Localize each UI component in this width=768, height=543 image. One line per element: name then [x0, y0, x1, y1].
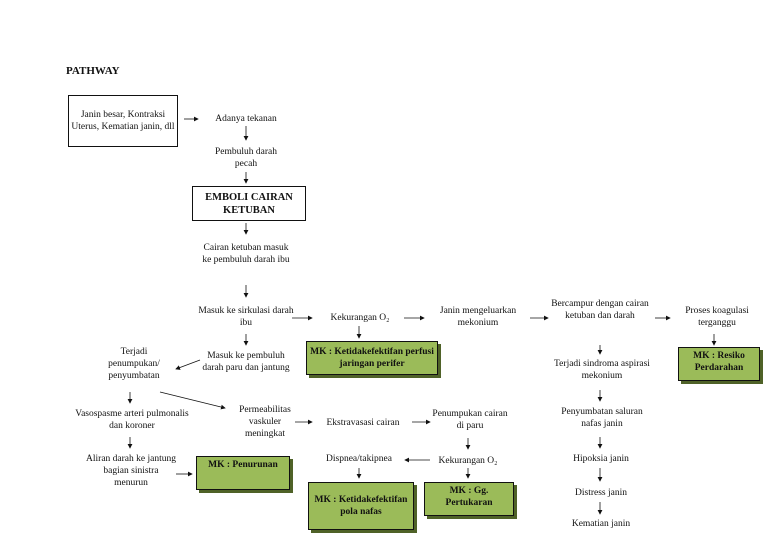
node-kekurangan-o2-2: Kekurangan O₂ [438, 456, 498, 466]
node-ekstravasasi: Ekstravasasi cairan [326, 418, 400, 428]
emboli-box: EMBOLI CAIRAN KETUBAN [192, 186, 306, 221]
node-paru-jantung: Masuk ke pembuluh darah paru dan jantung [202, 351, 290, 373]
diagnosis-resiko-text: MK : Resiko Perdarahan [693, 351, 745, 373]
cause-box: Janin besar, Kontraksi Uterus, Kematian … [68, 95, 178, 147]
node-saluran-nafas: Penyumbatan saluran nafas janin [561, 407, 643, 429]
node-penyumbatan: Terjadi penumpukan/ penyumbatan [108, 347, 160, 381]
node-hipoksia: Hipoksia janin [573, 454, 629, 464]
page-title: PATHWAY [66, 65, 120, 77]
node-pembuluh-pecah: Pembuluh darah pecah [214, 147, 277, 169]
node-distress: Distress janin [575, 488, 627, 498]
diagnosis-pola-nafas: MK : Ketidakefektifan pola nafas [308, 482, 414, 530]
node-cairan-masuk: Cairan ketuban masuk ke pembuluh darah i… [202, 243, 290, 265]
diagnosis-perfusi-text: MK : Ketidakefektifan perfusi jaringan p… [310, 347, 434, 369]
diagnosis-penurunan-text: MK : Penurunan [208, 460, 278, 470]
node-vasospasme: Vasospasme arteri pulmonalis dan koroner [75, 409, 189, 431]
diagnosis-penurunan: MK : Penurunan [196, 456, 290, 490]
node-mekonium: Janin mengeluarkan mekonium [439, 306, 517, 328]
node-permeabilitas: Permeabilitas vaskuler meningkat [239, 405, 291, 439]
node-dispnea: Dispnea/takipnea [326, 454, 392, 464]
node-sindroma: Terjadi sindroma aspirasi mekonium [554, 359, 650, 381]
diagnosis-resiko: MK : Resiko Perdarahan [678, 347, 760, 381]
diagnosis-pola-nafas-text: MK : Ketidakefektifan pola nafas [314, 495, 408, 517]
node-koagulasi: Proses koagulasi terganggu [685, 306, 749, 328]
node-penumpukan-paru: Penumpukan cairan di paru [432, 409, 508, 431]
node-tekanan: Adanya tekanan [215, 114, 277, 124]
cause-text: Janin besar, Kontraksi Uterus, Kematian … [71, 110, 175, 132]
node-aliran: Aliran darah ke jantung bagian sinistra … [86, 454, 176, 488]
node-kematian: Kematian janin [571, 519, 631, 529]
diagnosis-pertukaran: MK : Gg. Pertukaran [424, 482, 514, 516]
emboli-text: EMBOLI CAIRAN KETUBAN [205, 191, 293, 216]
node-bercampur: Bercampur dengan cairan ketuban dan dara… [551, 299, 649, 321]
diagnosis-perfusi: MK : Ketidakefektifan perfusi jaringan p… [306, 341, 438, 375]
diagnosis-pertukaran-text: MK : Gg. Pertukaran [445, 486, 493, 508]
node-sirkulasi: Masuk ke sirkulasi darah ibu [198, 306, 294, 328]
node-kekurangan-o2-1: Kekurangan O₂ [330, 313, 390, 323]
